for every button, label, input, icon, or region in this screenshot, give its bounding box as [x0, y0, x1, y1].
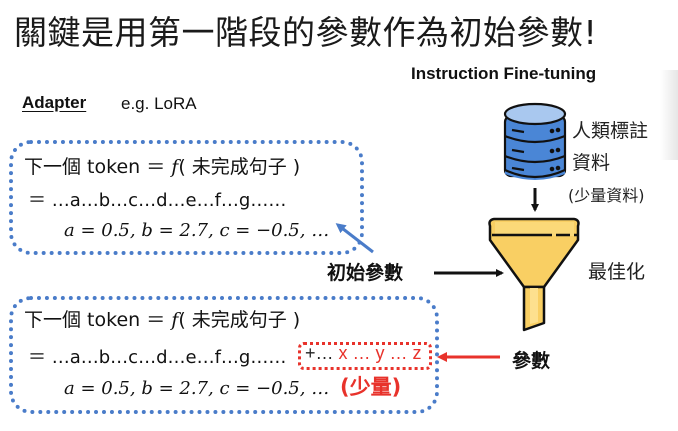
section-subtitle: Instruction Fine-tuning [411, 64, 597, 83]
funnel-icon [488, 217, 580, 332]
edge-shadow [660, 70, 678, 160]
adapter-example: e.g. LoRA [121, 94, 197, 113]
optimize-label: 最佳化 [588, 261, 646, 283]
adapter-label: Adapter [22, 93, 87, 112]
original-model-box [9, 140, 364, 255]
initial-params-label: 初始參數 [327, 262, 404, 284]
formula-prefix: 下一個 token ＝ [24, 156, 166, 178]
plus-text: +… [305, 343, 334, 363]
formula-prefix: 下一個 token ＝ [24, 309, 166, 331]
new-vars-text: x … y … z [333, 343, 422, 363]
formula-line-1: 下一個 token ＝ f( 未完成句子 ) [24, 305, 300, 332]
small-amount-note: (少量) [340, 375, 402, 399]
new-params-box [298, 342, 432, 370]
formula-suffix: ( 未完成句子 ) [178, 309, 301, 331]
data-label-line-3: (少量資料) [568, 186, 645, 205]
formula-function: f [171, 156, 179, 178]
formula-line-2: ＝ …a…b…c…d…e…f…g…… [28, 347, 287, 368]
formula-function: f [171, 309, 179, 331]
page-title: 關鍵是用第一階段的參數作為初始參數! [14, 13, 598, 52]
new-params-text: +… x … y … z [305, 343, 422, 364]
formula-line-3: a = 0.5, b = 2.7, c = −0.5, … [64, 220, 330, 241]
formula-line-1: 下一個 token ＝ f( 未完成句子 ) [24, 152, 300, 179]
formula-line-3: a = 0.5, b = 2.7, c = −0.5, … [64, 378, 330, 399]
database-icon [503, 102, 567, 180]
formula-suffix: ( 未完成句子 ) [178, 156, 301, 178]
data-label-line-1: 人類標註 [572, 120, 649, 142]
data-label-line-2: 資料 [572, 152, 611, 174]
blue-arrow [335, 223, 374, 254]
params-label: 參數 [512, 350, 551, 372]
formula-line-2: ＝ …a…b…c…d…e…f…g…… [28, 190, 287, 211]
